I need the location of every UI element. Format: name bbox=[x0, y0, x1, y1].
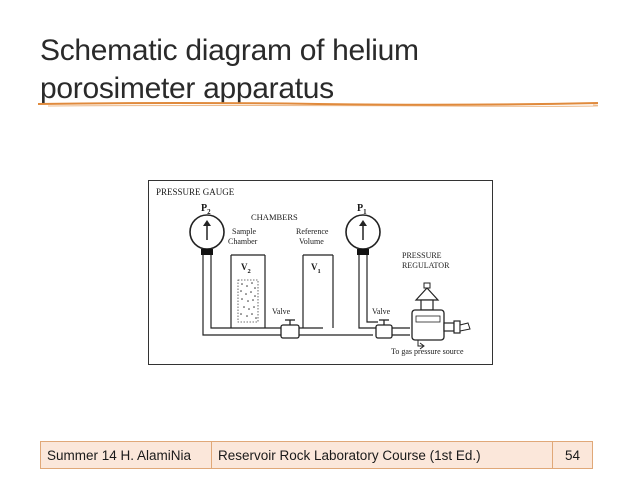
p2-gauge-fitting bbox=[201, 249, 213, 255]
valve-to-regulator bbox=[375, 324, 393, 339]
p1-label: P1 bbox=[357, 203, 367, 216]
valve-left-label: Valve bbox=[272, 307, 291, 316]
sample-chamber-label-2: Chamber bbox=[228, 237, 258, 246]
gas-source-label: To gas pressure source bbox=[391, 347, 464, 356]
slide-footer: Summer 14 H. AlamiNia Reservoir Rock Lab… bbox=[40, 441, 594, 469]
pressure-regulator bbox=[411, 282, 471, 341]
p1-gauge-fitting bbox=[357, 249, 369, 255]
v2-label: V2 bbox=[241, 262, 251, 275]
footer-page-number: 54 bbox=[552, 441, 593, 469]
pressure-regulator-label-2: REGULATOR bbox=[402, 261, 450, 270]
pressure-regulator-label-1: PRESSURE bbox=[402, 251, 442, 260]
slide-title: Schematic diagram of helium porosimeter … bbox=[40, 32, 600, 108]
reference-volume-label-1: Reference bbox=[296, 227, 329, 236]
valve-right-label: Valve bbox=[372, 307, 391, 316]
title-line-1: Schematic diagram of helium bbox=[40, 34, 419, 67]
title-underline bbox=[38, 102, 598, 107]
title-line-2: porosimeter apparatus bbox=[40, 72, 334, 105]
valve-between-chambers bbox=[280, 324, 300, 339]
p2-label: P2 bbox=[201, 203, 211, 216]
footer-course-title: Reservoir Rock Laboratory Course (1st Ed… bbox=[211, 441, 553, 469]
v1-label: V1 bbox=[311, 262, 321, 275]
sample-chamber-label-1: Sample bbox=[232, 227, 256, 236]
porosimeter-diagram: PRESSURE GAUGE P2 P1 CHAMBERS Sample Cha… bbox=[148, 180, 493, 365]
chambers-label: CHAMBERS bbox=[251, 212, 298, 222]
footer-author: Summer 14 H. AlamiNia bbox=[40, 441, 212, 469]
reference-volume-label-2: Volume bbox=[299, 237, 324, 246]
pressure-gauge-label: PRESSURE GAUGE bbox=[156, 187, 235, 197]
